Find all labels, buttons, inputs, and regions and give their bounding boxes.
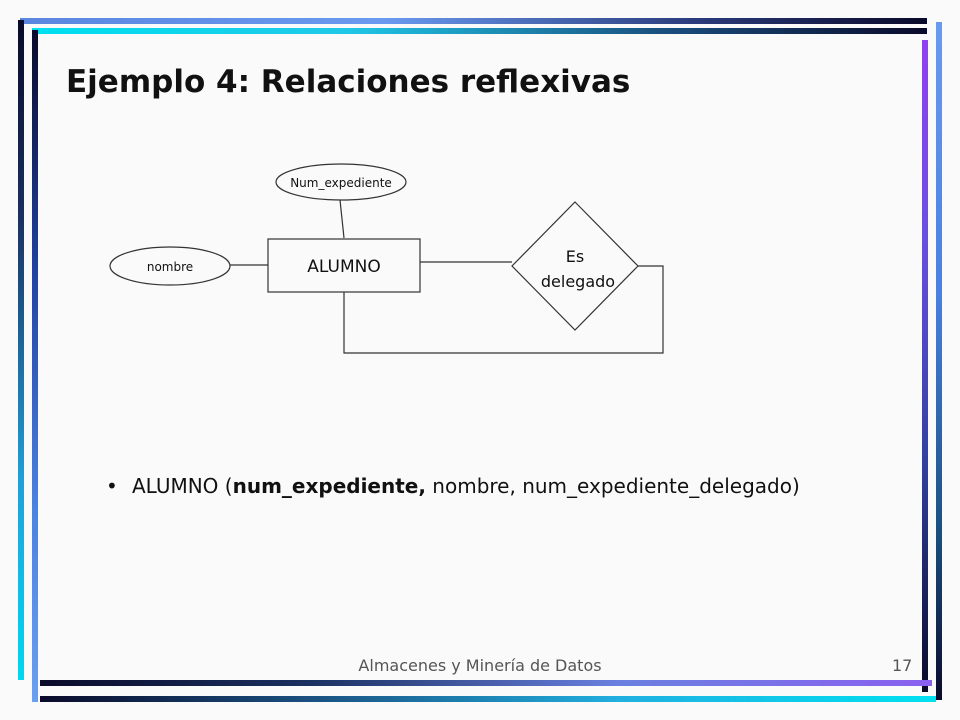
frame-bar-bottom-inner <box>40 680 932 686</box>
frame-bar-right <box>936 22 942 700</box>
frame-bar-top-inner <box>32 28 927 34</box>
attribute-label-num-expediente: Num_expediente <box>290 176 392 190</box>
frame-bar-bottom <box>40 696 936 702</box>
frame-bar-top <box>20 18 927 24</box>
attribute-ellipse-num-expediente <box>275 163 407 201</box>
page-number: 17 <box>892 656 913 675</box>
relationship-label-line2: delegado <box>541 272 615 291</box>
relationship-label-line1: Es <box>566 247 584 266</box>
attr-link-num-expediente <box>339 199 345 239</box>
entity-label-alumno: ALUMNO <box>307 257 380 277</box>
footer-text: Almacenes y Minería de Datos <box>358 656 602 675</box>
bullet-primary-key: num_expediente, <box>232 474 426 498</box>
frame-bar-left-inner <box>32 30 38 702</box>
attribute-label-nombre: nombre <box>147 260 193 274</box>
bullet-dot-icon: • <box>106 474 118 498</box>
attribute-ellipse-nombre <box>109 246 231 286</box>
frame-bar-right-inner <box>922 40 928 692</box>
bullet-rest: nombre, num_expediente_delegado) <box>425 474 800 498</box>
relationship-link-loop <box>343 265 664 354</box>
bullet-prefix: ALUMNO ( <box>132 474 233 498</box>
slide-title: Ejemplo 4: Relaciones reflexivas <box>66 64 631 100</box>
frame-bar-left <box>18 20 24 680</box>
bullet-item: • ALUMNO (num_expediente, nombre, num_exp… <box>106 474 800 498</box>
relationship-diamond <box>511 201 639 331</box>
entity-box-alumno <box>267 238 421 293</box>
